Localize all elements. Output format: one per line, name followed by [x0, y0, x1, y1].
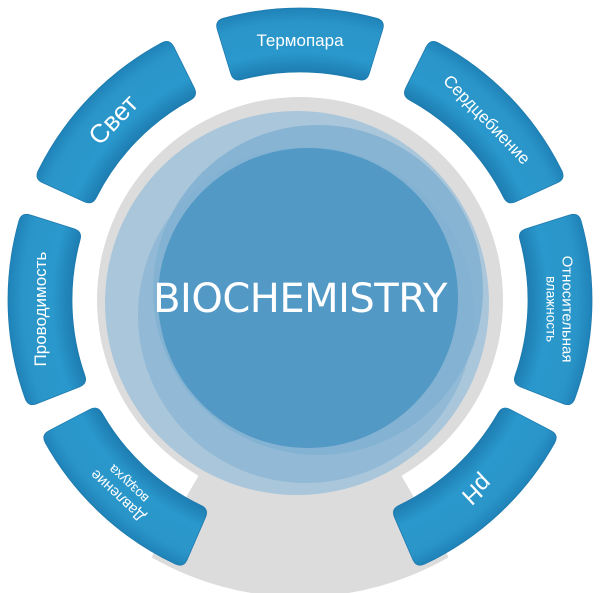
segment-label: Термопара [256, 31, 344, 50]
segment-label: Относительнаявлажность [544, 256, 576, 363]
segment-shape [216, 7, 384, 81]
segment-shape [514, 213, 593, 406]
segment-ring: ТермопараСердцебиениеОтносительнаявлажно… [7, 7, 593, 566]
segment-ph[interactable]: pH [393, 407, 557, 566]
segment-light[interactable]: Свет [36, 41, 196, 204]
segment-heartbeat[interactable]: Сердцебиение [404, 41, 564, 204]
center-title: BIOCHEMISTRY [153, 276, 448, 322]
segment-conductivity[interactable]: Проводимость [7, 213, 86, 406]
segment-relative-humidity[interactable]: Относительнаявлажность [514, 213, 593, 406]
segment-shape [43, 407, 207, 566]
core-circle [158, 148, 458, 448]
gray-stand [151, 460, 449, 593]
segment-shape [36, 41, 196, 204]
segment-label: Проводимость [31, 252, 50, 367]
segment-shape [404, 41, 564, 204]
segment-shape [7, 213, 86, 406]
segment-thermocouple[interactable]: Термопара [216, 7, 384, 81]
segment-shape [393, 407, 557, 566]
